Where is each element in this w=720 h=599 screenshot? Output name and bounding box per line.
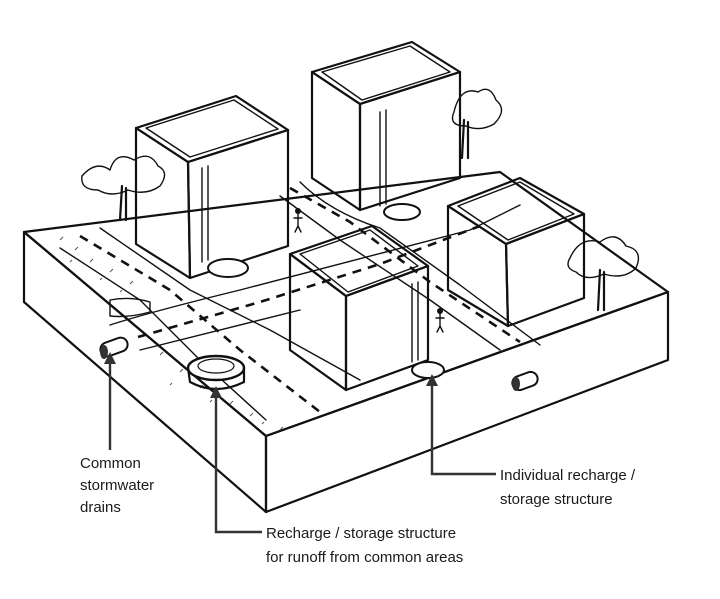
road-network (59, 181, 541, 421)
road-edge (299, 181, 541, 346)
pedestrian-figures (293, 208, 445, 333)
parapet (145, 99, 279, 158)
drain-pipe-opening (100, 345, 108, 359)
callout-labels: Common stormwater drains Individual rech… (80, 455, 639, 566)
person-figure (435, 313, 445, 333)
road-edge (109, 204, 521, 326)
building-left-back (134, 94, 290, 280)
person-head (295, 208, 301, 214)
leader-common-structure (214, 392, 262, 534)
road-edge (59, 247, 267, 421)
centerline-dashes (79, 234, 321, 414)
building-side-face (504, 212, 586, 328)
building-right (446, 176, 586, 328)
label-common-structure: Recharge / storage structure for runoff … (266, 525, 463, 566)
building-top (134, 94, 290, 164)
grass-marks (59, 236, 134, 293)
recharge-pit (207, 258, 249, 278)
tree-canopy (81, 155, 166, 195)
road-stub (109, 297, 151, 318)
building-front-face (134, 126, 192, 280)
building-side-face (358, 70, 462, 212)
building-top (446, 176, 586, 246)
downpipe (201, 165, 209, 263)
tree-top-right (451, 88, 503, 160)
label-individual-structure: Individual recharge / storage structure (500, 467, 639, 508)
tree-right (567, 236, 640, 312)
leader-arrowhead (426, 374, 438, 386)
leader-arrowhead (104, 352, 116, 364)
common-recharge-structure (186, 354, 246, 391)
building-side-face (186, 128, 290, 280)
recharge-pit (411, 361, 445, 379)
leader-arrowhead (210, 386, 222, 398)
road-edge (99, 227, 361, 381)
building-front (288, 224, 445, 392)
person-figure (293, 213, 303, 233)
downpipe (411, 281, 419, 363)
building-center-back (310, 40, 462, 221)
stormwater-drain-pipes (99, 336, 539, 392)
building-front-face (446, 204, 510, 328)
centerline-dashes (137, 224, 481, 339)
leader-individual-structure (430, 380, 496, 476)
person-head (437, 308, 443, 314)
tree-trunk (596, 268, 606, 312)
road-edge (139, 309, 301, 351)
label-common-drains: Common stormwater drains (80, 455, 158, 516)
downpipe (379, 109, 387, 207)
building-side-face (344, 264, 430, 392)
road-edge (279, 195, 501, 351)
parapet (321, 45, 451, 101)
recharge-pit (383, 203, 421, 221)
callout-leaders (104, 352, 496, 534)
parapet (299, 229, 419, 293)
grass-strip (59, 236, 284, 431)
tree-canopy (451, 88, 503, 130)
building-front-face (310, 70, 362, 212)
tree-trunk (118, 184, 128, 222)
centerline-dashes (289, 186, 521, 344)
parapet (457, 181, 575, 241)
drain-pipe-opening (512, 377, 520, 391)
tree-canopy (567, 236, 640, 279)
tree-left (81, 155, 166, 222)
recharge-tank-inner (197, 358, 235, 374)
